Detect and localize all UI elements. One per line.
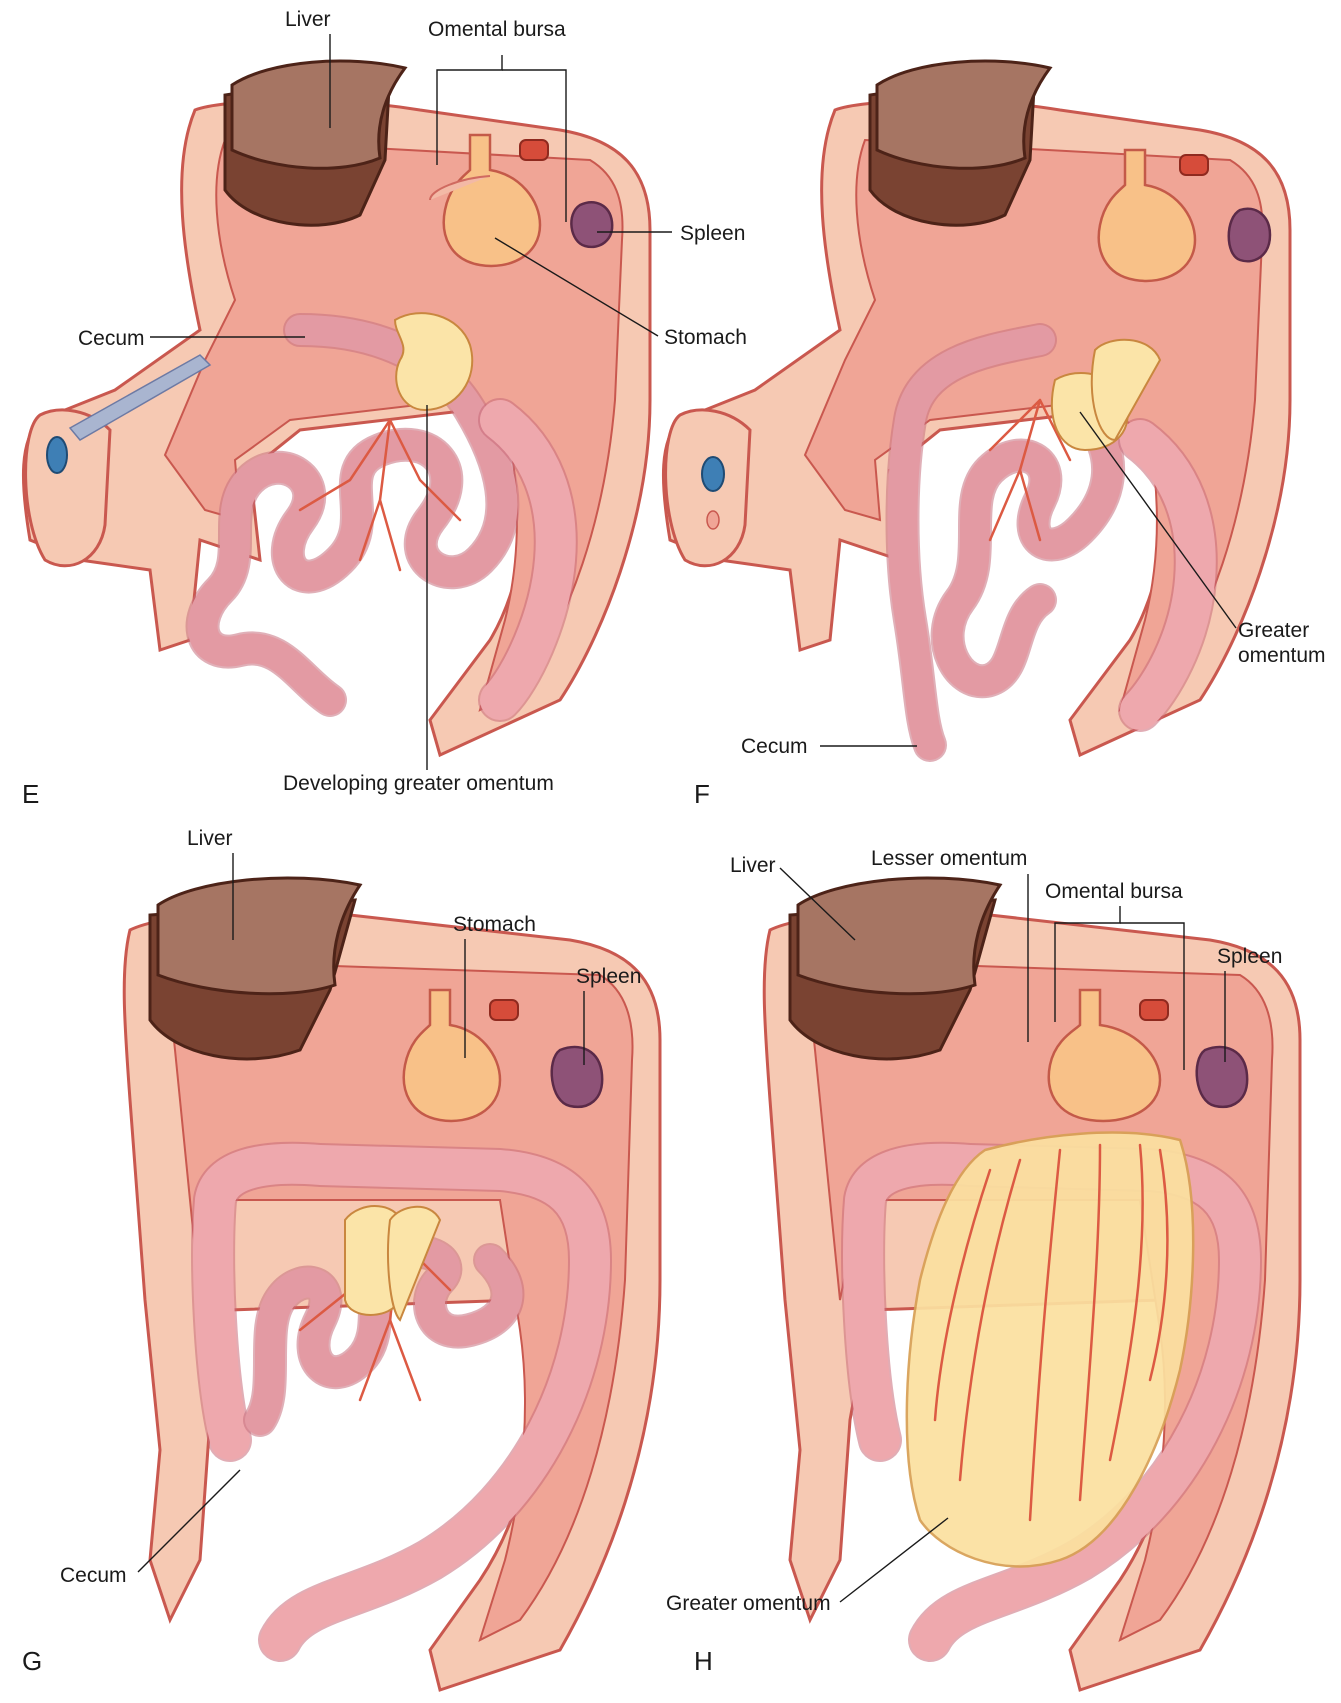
panel-f-letter: F	[694, 779, 710, 809]
panel-e-label-cecum: Cecum	[78, 327, 145, 350]
panel-h-labels: Liver Lesser omentum Omental bursa Splee…	[666, 847, 1282, 1676]
panel-g-label-cecum: Cecum	[60, 1564, 127, 1587]
panel-f-label-greater-omentum-line2: omentum	[1238, 644, 1326, 667]
panel-e-spleen	[570, 201, 614, 249]
panel-h-greater-omentum	[905, 1131, 1195, 1568]
panel-f-aorta	[1179, 154, 1209, 176]
panel-h-label-spleen: Spleen	[1217, 945, 1282, 968]
panel-h-label-lesser-omentum: Lesser omentum	[871, 847, 1027, 870]
panel-f-labels: Greater omentum Cecum F	[694, 411, 1326, 809]
panel-e-label-liver: Liver	[285, 8, 331, 31]
panel-h-stomach	[1047, 988, 1249, 1123]
panel-g-liver	[148, 876, 363, 1061]
panel-h-liver	[788, 876, 1003, 1061]
panel-e-label-spleen: Spleen	[680, 222, 745, 245]
panel-f-stomach	[1097, 148, 1272, 283]
panel-g-aorta	[489, 999, 519, 1021]
panel-f-label-greater-omentum-line1: Greater	[1238, 619, 1309, 642]
panel-h-aorta	[1139, 999, 1169, 1021]
panel-f-liver	[868, 59, 1053, 227]
panel-g-label-spleen: Spleen	[576, 965, 641, 988]
panel-f-aorta-lumen	[701, 456, 725, 492]
panel-e-labels: Liver Omental bursa Spleen Cecum Stomach…	[22, 8, 747, 809]
panel-g-stomach-organ	[402, 988, 502, 1123]
panel-g-label-liver: Liver	[187, 827, 233, 850]
panel-g-label-stomach: Stomach	[453, 913, 536, 936]
panel-h-label-liver: Liver	[730, 854, 776, 877]
panel-h: Liver Lesser omentum Omental bursa Splee…	[666, 847, 1302, 1692]
panel-h-spleen	[1195, 1045, 1249, 1109]
panel-e-aorta-lumen	[46, 436, 68, 474]
panel-g-spleen	[550, 1045, 604, 1109]
panel-g-stomach	[402, 988, 604, 1123]
panel-f-intestines	[885, 323, 1218, 762]
panel-g-letter: G	[22, 1646, 42, 1676]
panel-e-stomach	[429, 133, 614, 268]
panel-e-liver	[223, 59, 408, 227]
panel-g: Liver Stomach Spleen Cecum G	[22, 827, 662, 1692]
panel-e-label-stomach: Stomach	[664, 326, 747, 349]
panel-e-letter: E	[22, 779, 39, 809]
panel-h-intestines	[841, 1131, 1262, 1662]
panel-e-developing-omentum	[393, 312, 474, 412]
panel-f-spleen	[1227, 207, 1272, 263]
panel-f-label-cecum: Cecum	[741, 735, 808, 758]
panel-e-aorta	[519, 139, 549, 161]
panel-g-labels: Liver Stomach Spleen Cecum G	[22, 827, 641, 1676]
panel-h-label-greater-omentum: Greater omentum	[666, 1592, 831, 1615]
panel-e: Liver Omental bursa Spleen Cecum Stomach…	[21, 8, 747, 809]
panel-e-intestines	[185, 312, 578, 722]
panel-h-label-omental-bursa: Omental bursa	[1045, 880, 1183, 903]
panel-g-intestines	[191, 1141, 612, 1662]
panel-e-label-developing-greater-omentum: Developing greater omentum	[283, 772, 554, 795]
panel-e-label-omental-bursa: Omental bursa	[428, 18, 566, 41]
panel-f: Greater omentum Cecum F	[661, 59, 1326, 809]
panel-h-letter: H	[694, 1646, 713, 1676]
